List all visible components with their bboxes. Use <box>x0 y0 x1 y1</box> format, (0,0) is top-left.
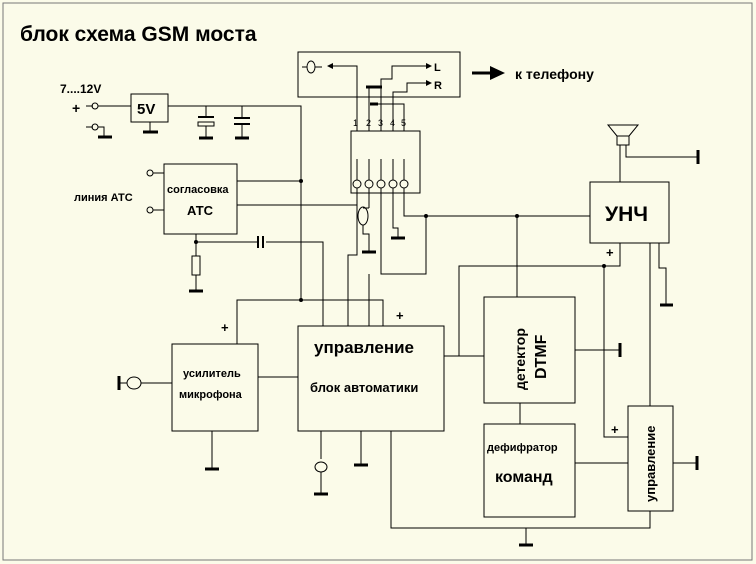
dtmf-detector-wiring <box>519 343 622 424</box>
control-side-wiring <box>673 456 699 470</box>
mic-amplifier-box <box>171 343 259 432</box>
mic-amplifier-label-line1: усилитель <box>183 368 241 380</box>
mic-amplifier-plus-sign: + <box>221 320 229 335</box>
output-r-label: R <box>434 80 442 92</box>
svg-text:4: 4 <box>390 118 395 128</box>
control-side-plus-sign: + <box>611 422 619 437</box>
unch-amplifier-box <box>589 181 670 244</box>
phone-arrow-icon <box>472 66 505 80</box>
svg-text:1: 1 <box>353 118 358 128</box>
phone-jack-icon <box>302 60 358 159</box>
dtmf-detector-label-line2: DTMF <box>533 334 550 379</box>
control-side-box <box>627 405 674 512</box>
unch-plus-sign: + <box>606 245 614 260</box>
control-side-label: управление <box>643 426 658 502</box>
regulator-5v-box <box>130 93 169 123</box>
control-automation-box <box>297 325 445 432</box>
ats-match-label-line1: согласовка <box>167 184 229 196</box>
svg-text:3: 3 <box>378 118 383 128</box>
microphone-icon <box>117 376 172 390</box>
command-decoder-label-line1: дефифратор <box>487 442 558 454</box>
control-automation-plus-sign: + <box>396 308 404 323</box>
ats-match-wiring <box>189 179 357 326</box>
diagram-title: блок схема GSM моста <box>20 23 257 46</box>
svg-text:5: 5 <box>401 118 406 128</box>
mic-amplifier-label-line2: микрофона <box>179 389 243 401</box>
ats-line-label: линия АТС <box>74 192 133 204</box>
speaker-icon <box>606 124 700 182</box>
dtmf-detector-label-line1: детектор <box>512 328 528 390</box>
regulator-wiring <box>143 105 302 300</box>
control-automation-label-line1: управление <box>314 338 414 357</box>
regulator-5v-label: 5V <box>137 101 155 118</box>
command-decoder-label-line2: команд <box>495 469 553 486</box>
phone-connector-box <box>297 51 461 98</box>
unch-label: УНЧ <box>605 203 648 226</box>
ats-match-box <box>163 163 238 235</box>
supply-voltage-label: 7....12V <box>60 82 101 96</box>
ats-match-label-line2: АТС <box>187 203 214 218</box>
output-line-r <box>392 80 432 159</box>
filter-capacitor-1 <box>197 106 215 140</box>
control-automation-wiring <box>236 274 651 547</box>
mic-jack-icon <box>347 206 376 326</box>
command-decoder-box <box>483 423 576 518</box>
power-input-terminals <box>86 102 131 139</box>
phone-direction-label: к телефону <box>515 66 594 82</box>
supply-plus-sign: + <box>72 100 80 116</box>
mic-amplifier-wiring <box>205 326 298 471</box>
dtmf-detector-box <box>483 296 576 404</box>
output-l-label: L <box>434 62 441 74</box>
filter-capacitor-2 <box>234 106 250 140</box>
connector-block <box>350 130 421 194</box>
connector-lower-wiring <box>356 188 590 275</box>
output-line-l <box>380 63 432 159</box>
svg-text:2: 2 <box>366 118 371 128</box>
control-automation-label-line2: блок автоматики <box>310 380 418 395</box>
ats-line-terminals <box>146 169 164 214</box>
connector-pin-numbers: 1 2 3 4 5 <box>353 118 406 128</box>
